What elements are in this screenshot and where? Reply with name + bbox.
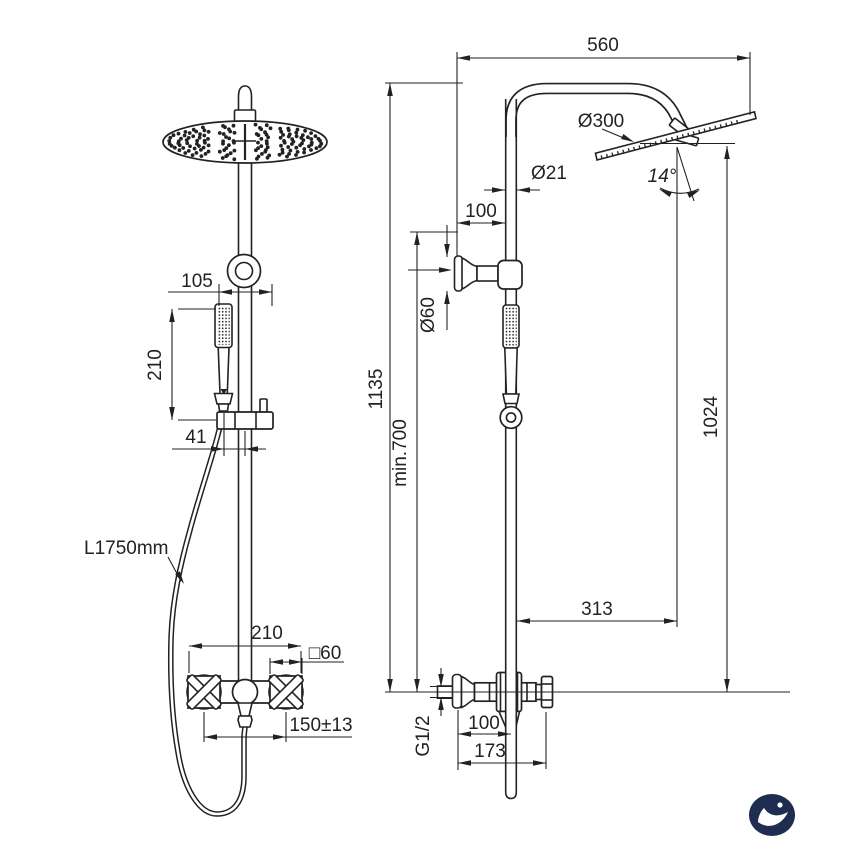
mixer-valve-front bbox=[186, 674, 304, 728]
dim-handspray-length: 210 bbox=[145, 349, 166, 381]
dim-valve-width: 210 bbox=[251, 623, 283, 644]
spray-nozzle-dots bbox=[167, 122, 324, 162]
hand-shower-front bbox=[213, 303, 234, 412]
dim-arm-reach: 560 bbox=[587, 35, 619, 56]
front-view bbox=[162, 85, 328, 817]
right-cross-handle bbox=[268, 674, 304, 710]
dim-inlet-centers: 150±13 bbox=[289, 715, 352, 736]
dim-wall-to-pipe-top: 100 bbox=[465, 201, 497, 222]
dim-thread: G1/2 bbox=[413, 715, 434, 756]
shower-hose bbox=[167, 412, 248, 817]
dim-valve-depth: 173 bbox=[474, 741, 506, 762]
overhead-shower-side bbox=[594, 110, 757, 161]
brand-logo-icon bbox=[749, 794, 795, 836]
wall-bracket-front bbox=[226, 253, 262, 289]
dim-handspray-offset: 105 bbox=[181, 271, 213, 292]
shower-hose-side bbox=[504, 430, 518, 800]
dim-head-diameter: Ø300 bbox=[578, 111, 624, 132]
left-cross-handle bbox=[186, 674, 222, 710]
wall-bracket-side bbox=[453, 255, 523, 292]
dim-head-height: 1024 bbox=[701, 395, 722, 438]
dimension-labels: 105 210 41 L1750mm 210 □60 150±13 560 Ø3… bbox=[84, 35, 722, 762]
dim-pipe-diameter: Ø21 bbox=[531, 163, 567, 184]
hand-shower-side bbox=[499, 304, 523, 430]
dim-bracket-diameter: Ø60 bbox=[418, 297, 439, 333]
side-view bbox=[436, 82, 757, 800]
dim-head-angle: 14° bbox=[648, 166, 677, 187]
overhead-shower-front bbox=[162, 85, 328, 164]
dim-handle-size: □60 bbox=[309, 643, 342, 664]
dim-hose-length: L1750mm bbox=[84, 538, 169, 559]
dim-min-rail: min.700 bbox=[390, 419, 411, 487]
dim-hose-rail-offset: 41 bbox=[185, 427, 206, 448]
dim-wall-to-pipe-bottom: 100 bbox=[468, 713, 500, 734]
slider-holder bbox=[216, 398, 274, 430]
dim-head-offset: 313 bbox=[581, 599, 613, 620]
dimension-arrows bbox=[169, 55, 750, 766]
dimension-lines bbox=[167, 52, 790, 770]
dim-total-height: 1135 bbox=[366, 369, 387, 410]
nozzle-ticks bbox=[600, 119, 739, 159]
